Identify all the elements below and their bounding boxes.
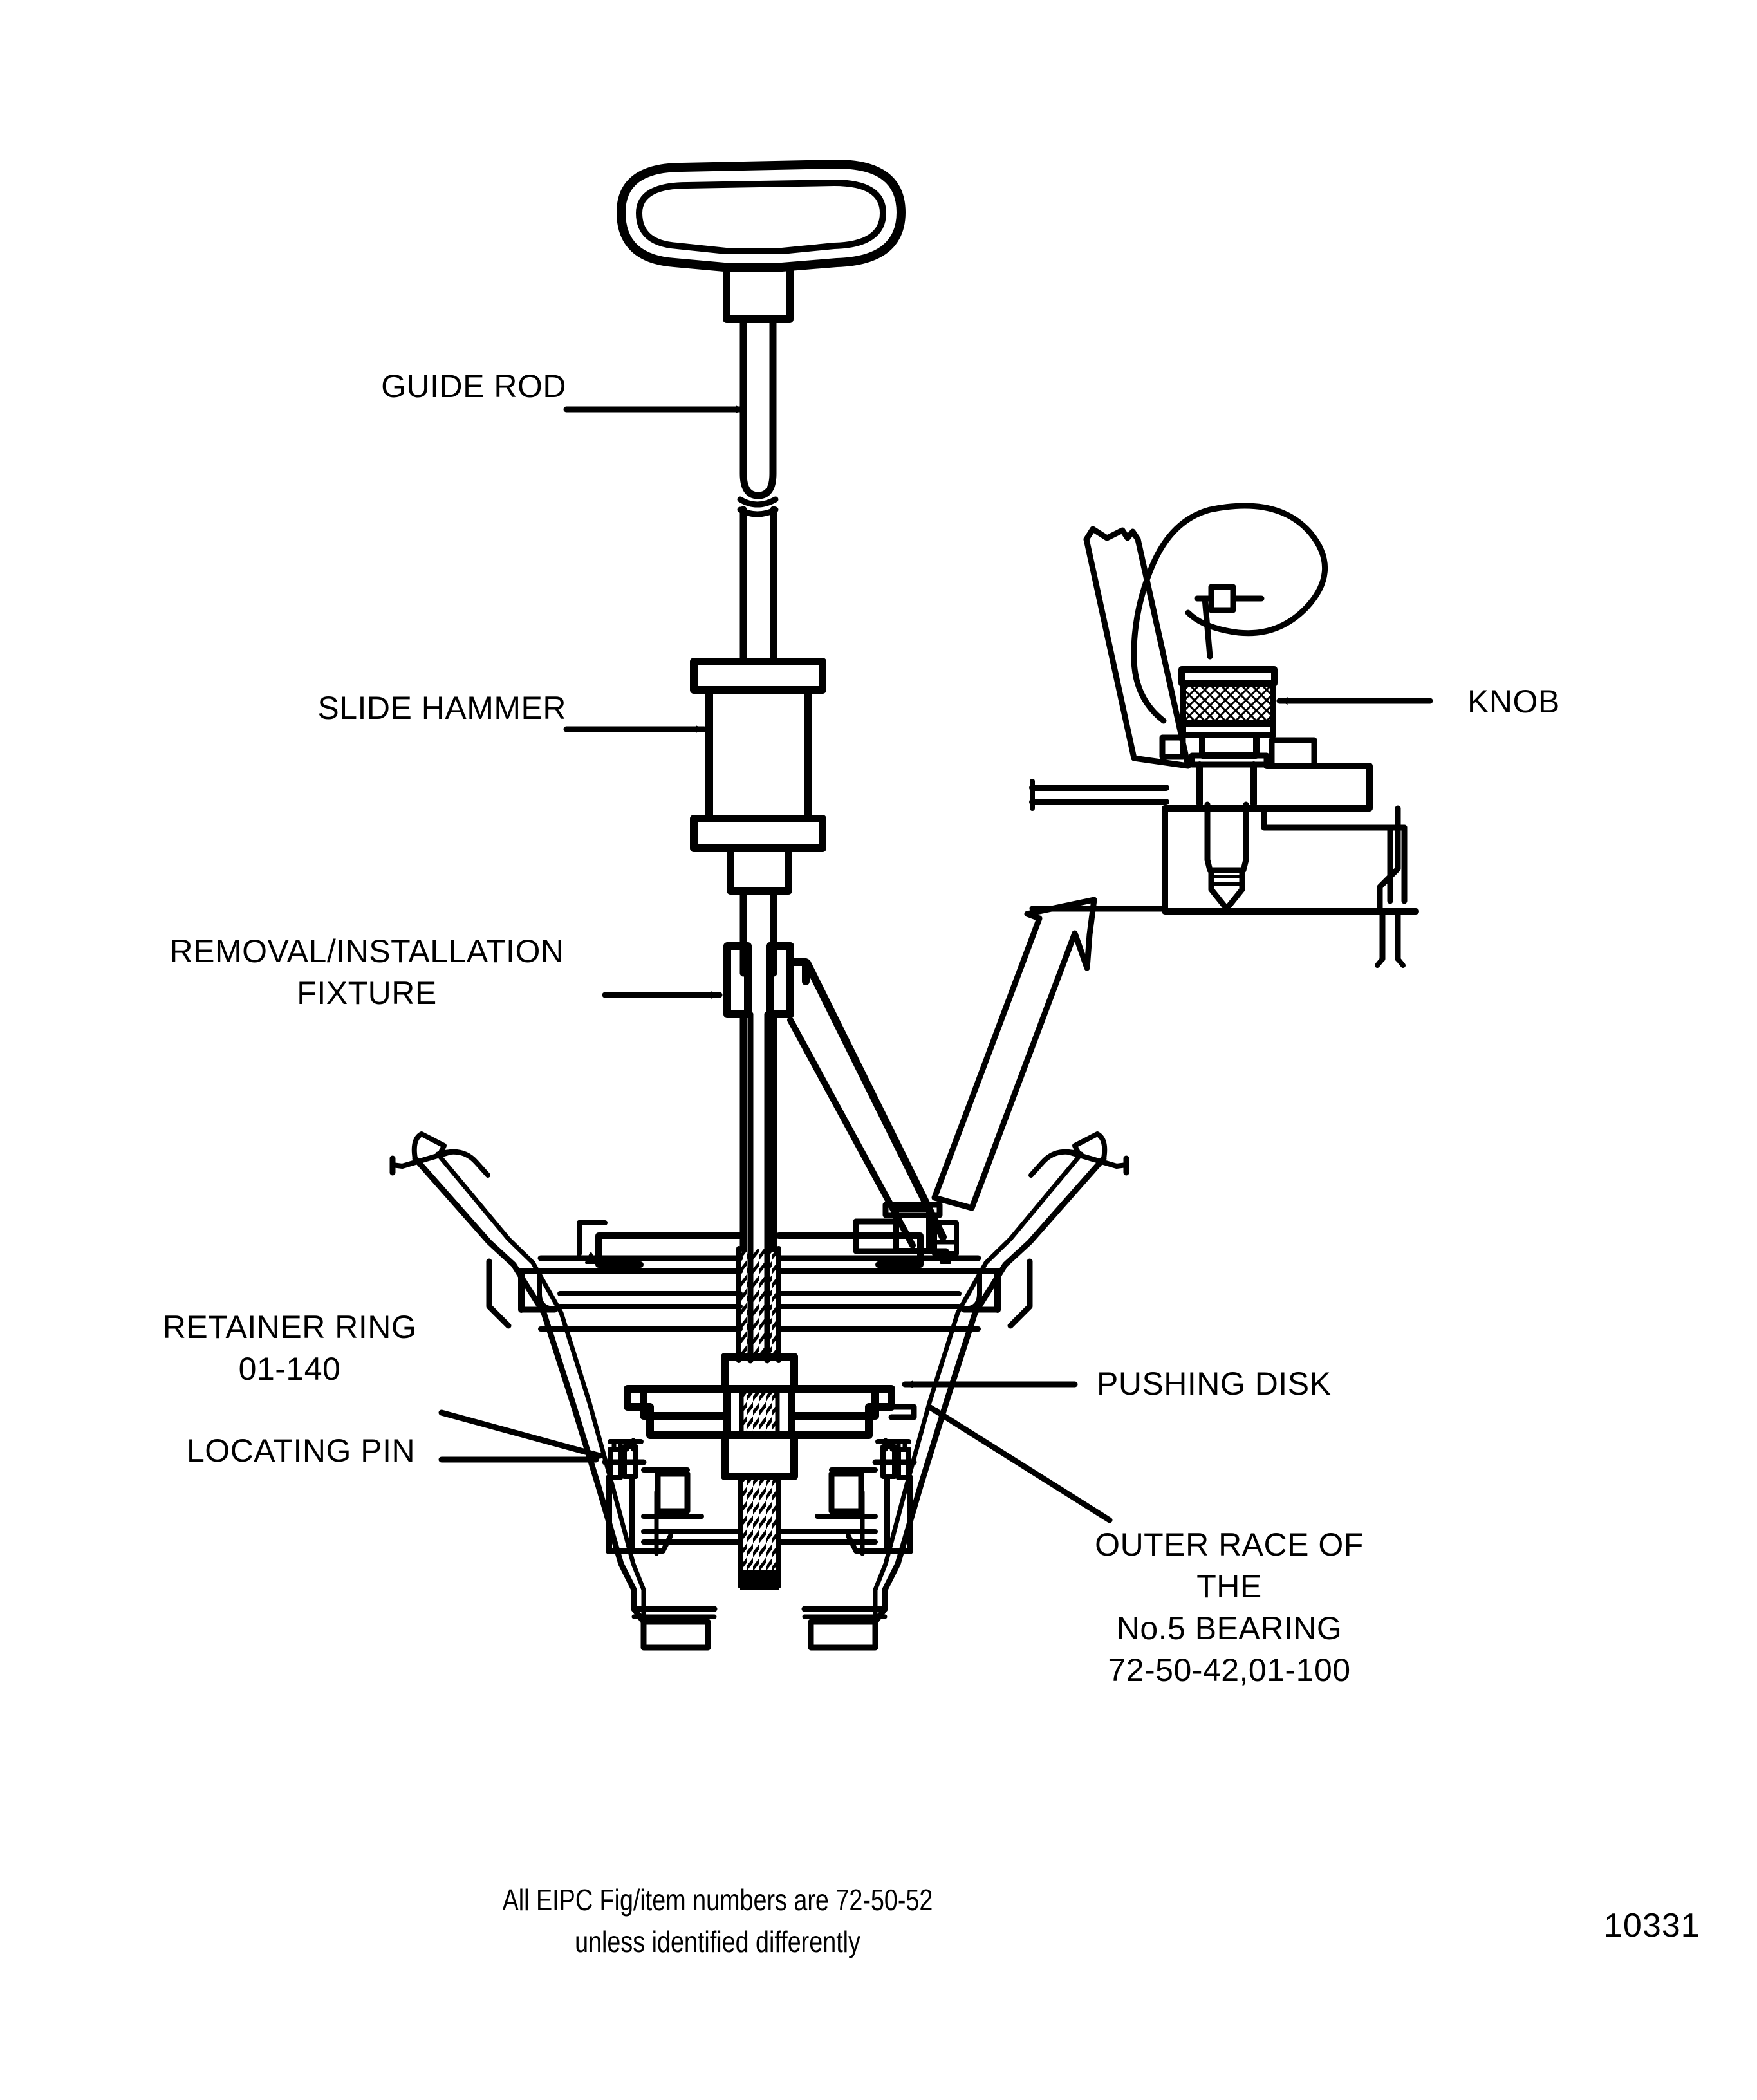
handle-neck — [723, 263, 794, 323]
knob-detail-inset — [1029, 503, 1419, 968]
arrow-outer-race — [926, 1404, 1113, 1523]
threaded-screw-lower — [738, 1386, 781, 1590]
figure-caption: All EIPC Fig/item numbers are 72-50-52 u… — [502, 1883, 933, 1959]
arrow-retainer-ring — [438, 1409, 603, 1459]
guide-rod-shaft-lower — [739, 506, 777, 665]
locating-pin — [602, 1444, 704, 1554]
callout-outer-race: OUTER RACE OF THE No.5 BEARING 72-50-42,… — [1095, 1527, 1364, 1688]
removal-installation-fixture — [723, 942, 947, 1249]
guide-rod-shaft-upper — [739, 315, 777, 499]
callout-pushing-disk: PUSHING DISK — [1097, 1366, 1332, 1402]
engine-case-cross-section — [389, 1131, 1130, 1651]
case-stud-boss — [853, 1202, 959, 1264]
hollow-up-right-arrow — [931, 897, 1097, 1211]
callout-arrows — [438, 405, 1433, 1523]
callout-retainer-ring: RETAINER RING 01-140 — [162, 1309, 417, 1387]
retainer-ring — [608, 1438, 644, 1452]
callout-locating-pin: LOCATING PIN — [187, 1433, 416, 1469]
retainer-ring-right — [875, 1438, 911, 1452]
threaded-screw-upper — [736, 1246, 781, 1363]
guide-rod-core — [747, 1011, 770, 1364]
callout-slide-hammer: SLIDE HAMMER — [317, 690, 566, 726]
figure-number: 10331 — [1604, 1907, 1700, 1944]
callout-removal-installation-fixture: REMOVAL/INSTALLATION FIXTURE — [169, 933, 564, 1011]
callout-guide-rod: GUIDE ROD — [381, 368, 566, 404]
t-handle-loop — [617, 160, 906, 272]
guide-rod-shaft-lower3 — [739, 1010, 777, 1252]
knurled-knob — [1159, 666, 1278, 768]
slide-hammer-weight — [690, 658, 826, 895]
callout-knob: KNOB — [1467, 683, 1560, 720]
